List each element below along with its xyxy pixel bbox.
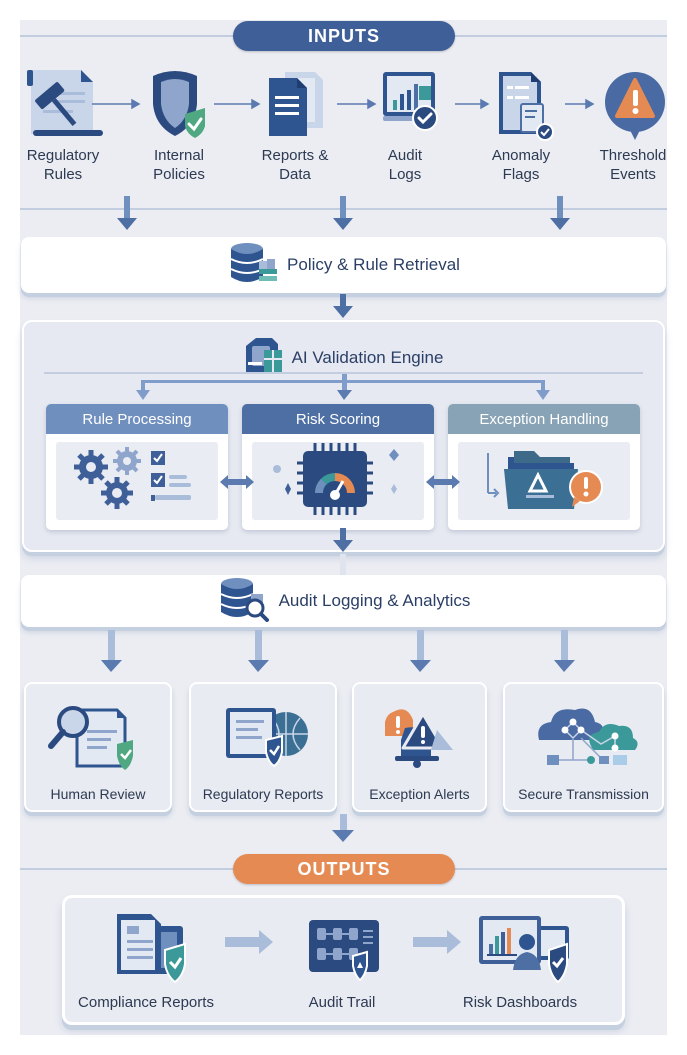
database-search-icon [217,576,273,627]
audit-logging-analytics-card: Audit Logging & Analytics [21,575,666,627]
bell-warning-icon [365,700,475,772]
exception-handling-module: Exception Handling [448,404,640,530]
database-icon [227,241,281,290]
destination-label: Secure Transmission [518,786,649,802]
risk-dashboard-icon [465,906,575,986]
module-title: Rule Processing [82,410,192,428]
bidirectional-arrow-rule-risk [220,475,254,489]
input-label-line2: Logs [388,166,422,183]
risk-scoring-module: Risk Scoring [242,404,434,530]
compliance-report-shield-icon [91,906,201,986]
bidirectional-arrow-risk-exception [426,475,460,489]
module-title: Exception Handling [479,410,609,428]
monitor-chart-check-icon [365,64,445,144]
inputs-title: INPUTS [307,25,380,46]
audit-trail-icon [287,906,397,986]
rule-processing-header: Rule Processing [46,404,228,434]
input-label-line1: Reports & [261,147,329,164]
destination-regulatory-reports: Regulatory Reports [189,682,337,812]
input-flow-arrows [92,98,595,110]
folder-alert-icon [474,443,614,520]
engine-divider [44,372,643,374]
destination-secure-transmission: Secure Transmission [503,682,664,812]
gears-checklist-icon [67,443,207,520]
outputs-pill: OUTPUTS [233,854,455,884]
retrieval-title: Policy & Rule Retrieval [287,255,460,274]
destination-label: Human Review [50,786,146,802]
documents-icon [255,64,335,144]
destination-label: Regulatory Reports [202,786,324,802]
input-label-line1: Audit [387,147,423,164]
destination-down-arrows [101,630,575,672]
output-label: Compliance Reports [78,994,214,1011]
magnifier-document-icon [43,700,153,772]
output-label: Audit Trail [308,994,376,1011]
input-label-line2: Events [610,166,656,183]
output-audit-trail: Audit Trail [267,906,417,1011]
report-globe-shield-icon [208,700,318,772]
output-flow-arrow-1 [225,930,273,954]
logging-title: Audit Logging & Analytics [278,591,471,610]
input-label-line2: Flags [502,166,540,183]
outputs-down-arrow [332,814,354,842]
rule-processing-module: Rule Processing [46,404,228,530]
ai-engine-icon [244,336,286,379]
input-reports-data: Reports & Data [250,64,340,184]
cloud-network-icon [529,700,639,772]
input-label-line2: Rules [43,166,83,183]
input-label-line2: Data [279,166,311,183]
module-title: Risk Scoring [295,410,381,428]
document-flag-check-icon [481,64,561,144]
retrieval-down-arrows [117,196,570,230]
ai-validation-engine-panel: AI Validation Engine Rule Processing [22,320,665,552]
engine-title: AI Validation Engine [291,347,444,367]
outputs-title: OUTPUTS [297,858,391,879]
input-label-line1: Anomaly [491,147,551,164]
shield-check-icon [139,64,219,144]
engine-down-arrow [333,294,353,318]
chip-gauge-icon [263,439,413,524]
logging-down-arrow [333,528,353,576]
output-flow-arrow-2 [413,930,461,954]
input-label-line1: Regulatory [26,147,100,164]
input-label-line1: Internal [153,147,205,164]
input-label-line2: Policies [153,166,205,183]
outputs-panel: Compliance Reports Audit Trail [62,895,625,1025]
destination-label: Exception Alerts [369,786,470,802]
policy-rule-retrieval-card: Policy & Rule Retrieval [21,237,666,293]
output-risk-dashboards: Risk Dashboards [445,906,595,1011]
engine-branch-arrows [136,374,550,400]
input-label-line1: Threshold [599,147,667,164]
destination-exception-alerts: Exception Alerts [352,682,487,812]
warning-pin-icon [593,64,673,144]
output-compliance-reports: Compliance Reports [71,906,221,1011]
inputs-pill: INPUTS [233,21,455,51]
gavel-document-icon [23,64,103,144]
destination-human-review: Human Review [24,682,172,812]
output-label: Risk Dashboards [462,994,578,1011]
